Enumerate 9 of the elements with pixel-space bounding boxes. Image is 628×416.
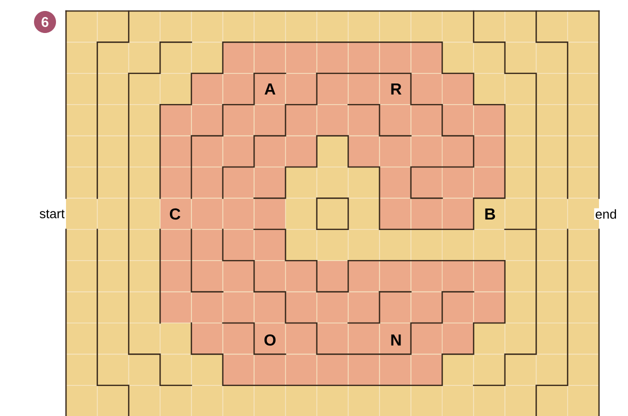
number-badge: 6 bbox=[34, 11, 56, 33]
maze-letter: B bbox=[485, 208, 496, 220]
maze-letter: A bbox=[264, 84, 276, 94]
maze-letter: C bbox=[170, 208, 180, 220]
maze-letter: R bbox=[391, 84, 402, 94]
maze-label: end bbox=[594, 208, 618, 220]
maze-letter: O bbox=[264, 334, 276, 346]
maze-letter: N bbox=[391, 334, 401, 346]
maze-label: start bbox=[38, 208, 66, 220]
